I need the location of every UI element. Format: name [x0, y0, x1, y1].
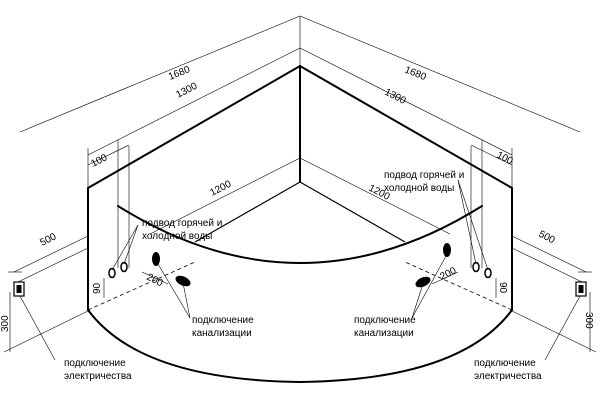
drain-right-line1: подключение [354, 315, 416, 326]
socket-right-icon [575, 281, 587, 297]
socket-left-icon [13, 281, 25, 297]
dim-side-left: 500 [38, 231, 58, 249]
water-supply-right-line2: холодной воды [384, 183, 454, 194]
callout-labels: подвод горячей и холодной воды подвод го… [64, 170, 542, 382]
electric-left-line1: подключение [64, 358, 126, 369]
dim-height-right: 300 [583, 312, 594, 329]
electric-right-line2: электричества [474, 371, 542, 382]
dim-overall-left: 1680 [167, 64, 192, 83]
leader-lines [19, 179, 581, 361]
water-supply-right-line1: подвод горячей и [384, 170, 464, 181]
dim-pipe-right: 90 [497, 282, 508, 294]
fixtures [13, 243, 587, 297]
drain-left-small [152, 252, 160, 266]
dimension-lines [3, 15, 597, 353]
dim-drain-right: 200 [438, 265, 458, 283]
dim-inner-right: 1300 [383, 87, 408, 107]
drain-left [175, 275, 191, 287]
drain-left-line1: подключение [192, 315, 254, 326]
drain-left-line2: канализации [192, 328, 252, 339]
dim-side-right: 500 [537, 229, 557, 247]
water-supply-left-line1: подвод горячей и [142, 218, 222, 229]
water-inlet-right-1 [484, 267, 492, 279]
dim-height-left: 300 [0, 315, 11, 332]
electric-left-line2: электричества [64, 371, 132, 382]
water-inlet-left-2 [120, 261, 128, 273]
dim-diag-left: 1200 [208, 179, 233, 199]
bathtub-outline [87, 65, 513, 383]
water-supply-left-line2: холодной воды [142, 231, 212, 242]
drain-right-line2: канализации [354, 328, 414, 339]
dimension-texts: 1680 1680 1300 1300 100 100 1200 1200 50… [0, 64, 594, 332]
water-inlet-left-1 [108, 267, 116, 279]
drain-right [415, 276, 431, 288]
dim-drain-left: 200 [145, 272, 165, 290]
electric-right-line1: подключение [474, 358, 536, 369]
dim-pipe-left: 90 [92, 282, 103, 294]
drain-right-small [443, 243, 451, 257]
water-inlet-right-2 [472, 261, 480, 273]
dim-offset-left: 100 [89, 152, 109, 170]
dim-inner-left: 1300 [174, 81, 199, 101]
